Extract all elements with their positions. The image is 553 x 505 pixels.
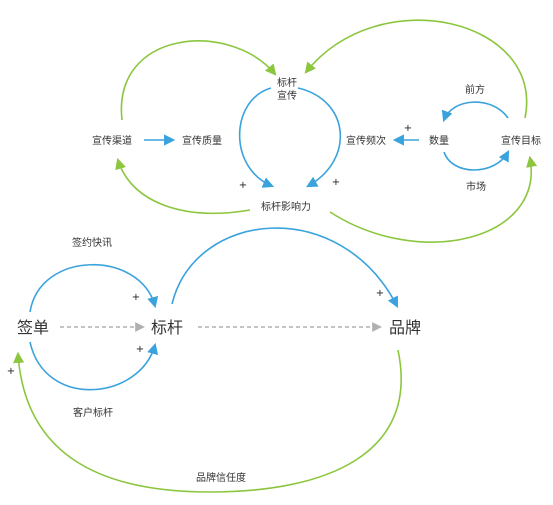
channel-to-promo-green-arrow <box>120 40 277 121</box>
node-brand: 品牌 <box>389 318 421 337</box>
plus-sign: + <box>7 366 15 377</box>
customer-benchmark-blue-arrow <box>29 341 159 391</box>
node-promo-frequency: 宣传频次 <box>346 134 386 147</box>
node-benchmark-promo-line2: 宣传 <box>277 89 297 102</box>
plus-sign: + <box>136 344 144 355</box>
node-sign-quick: 签约快讯 <box>72 236 112 249</box>
market-blue-arrow <box>443 150 510 171</box>
node-benchmark: 标杆 <box>151 318 183 337</box>
loop-right-blue-arrow <box>297 87 342 188</box>
node-promo-quality: 宣传质量 <box>182 134 222 147</box>
node-promo-channel: 宣传渠道 <box>92 134 132 147</box>
node-benchmark-promo-line1: 标杆 <box>277 77 297 89</box>
node-sign: 签单 <box>17 318 49 337</box>
node-benchmark-influence: 标杆影响力 <box>261 200 311 213</box>
node-brand-trust: 品牌信任度 <box>196 471 246 484</box>
plus-sign: + <box>404 123 412 134</box>
node-market: 市场 <box>466 180 486 193</box>
benchmark-to-brand-blue-arrow <box>171 227 399 308</box>
sign-quick-blue-arrow <box>29 263 159 313</box>
target-to-promo-green-arrow <box>304 19 528 119</box>
front-blue-arrow <box>441 101 509 123</box>
influence-to-target-green-arrow <box>329 155 538 243</box>
node-quantity: 数量 <box>429 134 449 147</box>
node-promo-target: 宣传目标 <box>501 134 541 147</box>
influence-to-channel-green-arrow <box>115 157 251 214</box>
node-front: 前方 <box>465 83 485 96</box>
plus-sign: + <box>376 288 384 299</box>
brand-trust-green-arrow <box>13 349 402 493</box>
plus-sign: + <box>239 180 247 191</box>
loop-left-blue-arrow <box>238 87 275 188</box>
node-customer-benchmark: 客户标杆 <box>73 406 113 419</box>
plus-sign: + <box>132 292 140 303</box>
plus-sign: + <box>332 177 340 188</box>
